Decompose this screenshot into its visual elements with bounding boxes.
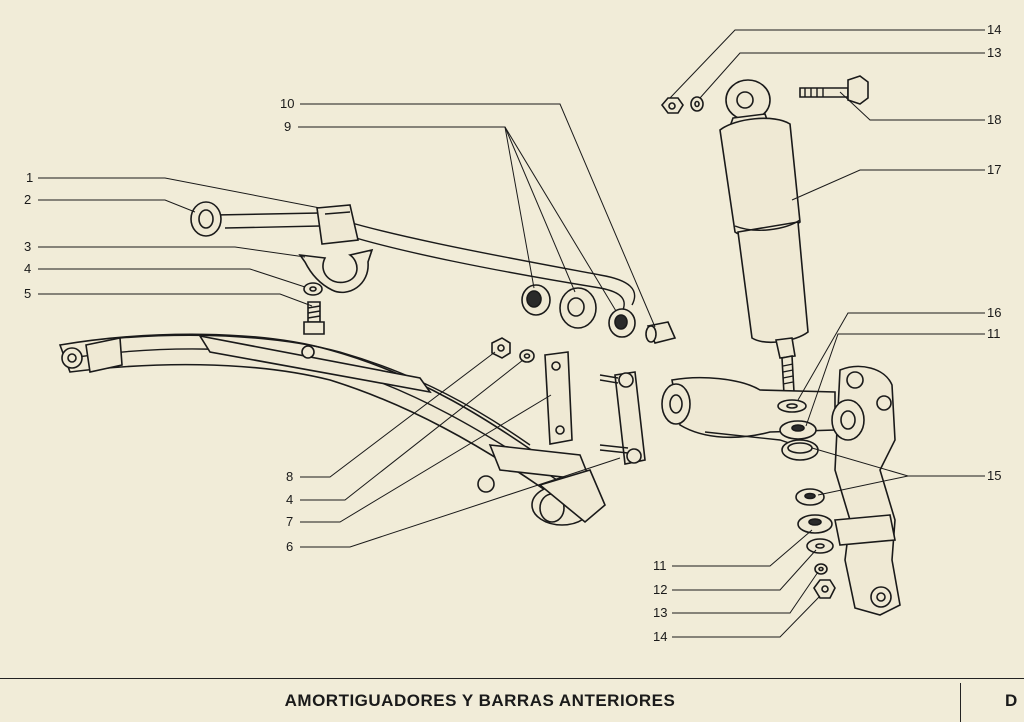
washer-12	[806, 538, 834, 554]
bushing-11-top	[779, 420, 817, 440]
exploded-suspension-diagram: 14 13 18 17 10 9 1 2 3 4 5 16 11 15 8 4 …	[24, 22, 1001, 644]
callout-3: 3	[24, 239, 31, 254]
callout-18: 18	[987, 112, 1001, 127]
spring-eye-bushing	[531, 469, 606, 526]
shock-absorber	[719, 79, 809, 395]
washer-13-top	[690, 96, 704, 112]
nut-14-bottom	[813, 579, 836, 599]
callout-14-top: 14	[987, 22, 1001, 37]
leaf-spring	[58, 333, 602, 517]
leader-lines	[38, 29, 985, 638]
callout-13-bottom: 13	[653, 605, 667, 620]
bracket-u	[298, 248, 374, 294]
callout-10: 10	[280, 96, 294, 111]
callout-4-mid: 4	[286, 492, 293, 507]
bolt-5	[303, 301, 325, 335]
nut-14-top	[660, 97, 684, 114]
bushing-9a	[521, 284, 551, 316]
nut-8	[491, 337, 511, 359]
callout-13-top: 13	[987, 45, 1001, 60]
callout-4-left: 4	[24, 261, 31, 276]
plate-7	[544, 351, 573, 445]
callout-6: 6	[286, 539, 293, 554]
callout-11-bottom: 11	[653, 558, 667, 573]
washer-4-mid	[519, 349, 535, 363]
callout-16: 16	[987, 305, 1001, 320]
callout-17: 17	[987, 162, 1001, 177]
callout-9: 9	[284, 119, 291, 134]
washer-15a	[781, 439, 819, 461]
bolt-18	[799, 75, 869, 105]
callout-8: 8	[286, 469, 293, 484]
washer-13-bottom	[814, 563, 828, 575]
section-code: D	[1005, 691, 1018, 710]
bushing-9c	[608, 308, 636, 338]
callout-5: 5	[24, 286, 31, 301]
bar-clamp	[316, 204, 359, 245]
knuckle	[831, 365, 901, 616]
washer-4-left	[303, 282, 323, 296]
callout-12: 12	[653, 582, 667, 597]
washer-16	[777, 399, 807, 413]
callout-2: 2	[24, 192, 31, 207]
bushing-9b	[559, 287, 597, 329]
callout-1: 1	[26, 170, 33, 185]
washer-15b	[795, 488, 825, 506]
page-title: AMORTIGUADORES Y BARRAS ANTERIORES	[284, 691, 676, 710]
bushing-11-bottom	[797, 514, 833, 534]
callout-labels: 14 13 18 17 10 9 1 2 3 4 5 16 11 15 8 4 …	[24, 22, 1001, 644]
footer-bar: AMORTIGUADORES Y BARRAS ANTERIORES D	[0, 678, 1024, 722]
callout-14-bottom: 14	[653, 629, 667, 644]
callout-15: 15	[987, 468, 1001, 483]
link-6	[599, 371, 646, 465]
callout-7: 7	[286, 514, 293, 529]
footer-divider	[960, 683, 961, 722]
callout-11-top: 11	[987, 326, 1001, 341]
spacer-10	[645, 321, 677, 344]
